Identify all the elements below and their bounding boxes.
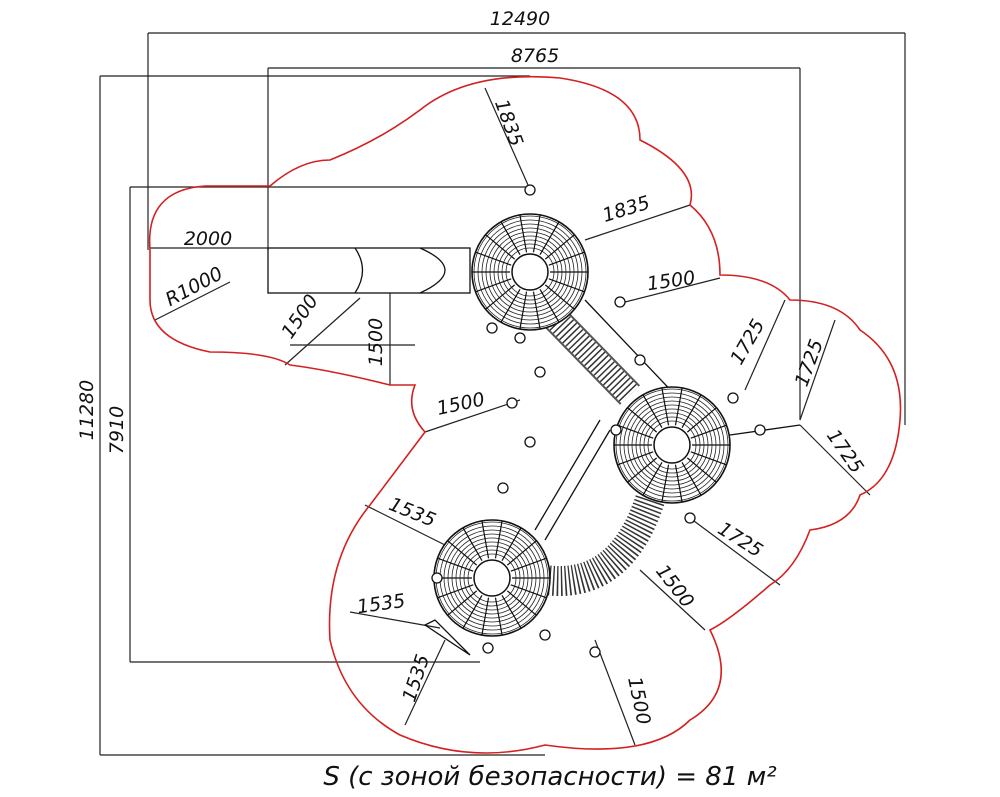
dimension-label: 1725	[791, 336, 828, 389]
post	[754, 424, 766, 436]
slide	[267, 247, 471, 294]
post	[524, 184, 536, 196]
post	[497, 482, 509, 494]
dimension-label: 1535	[386, 493, 439, 532]
post	[610, 424, 622, 436]
post	[431, 572, 443, 584]
dome-tower	[471, 213, 589, 331]
post	[506, 397, 518, 409]
dimension-label: 8765	[511, 45, 559, 67]
post	[614, 296, 626, 308]
dimension-label: 2000	[184, 228, 232, 250]
play-equipment	[267, 247, 801, 656]
dimension-label: 1500	[365, 318, 387, 366]
post	[634, 354, 646, 366]
post	[539, 629, 551, 641]
dimension-label: 1500	[623, 675, 655, 727]
dimension-label: 1500	[646, 267, 697, 296]
dimension-label: 12490	[490, 8, 550, 30]
safety-zone-outline	[148, 75, 902, 754]
dimension-label: 1500	[277, 290, 323, 342]
dimension-label: 1835	[600, 192, 653, 227]
post	[524, 436, 536, 448]
post	[589, 646, 601, 658]
post	[727, 392, 739, 404]
dimension-label: R1000	[162, 263, 227, 311]
dimension-label: 1535	[398, 652, 434, 705]
dome-tower	[433, 519, 551, 637]
post	[486, 322, 498, 334]
post	[514, 332, 526, 344]
dimension-label: 7910	[106, 406, 128, 454]
post	[684, 512, 696, 524]
dimension-label: 11280	[76, 380, 98, 440]
post	[534, 366, 546, 378]
area-caption: S (с зоной безопасности) = 81 м²	[323, 762, 776, 792]
dimension-label: 1535	[356, 590, 407, 619]
tunnel-2	[543, 494, 665, 596]
posts	[431, 184, 766, 658]
dimension-lines	[99, 32, 906, 756]
dimension-label: 1500	[435, 388, 487, 420]
post	[482, 642, 494, 654]
dome-tower	[613, 386, 731, 504]
dimension-label: 1835	[490, 96, 527, 149]
dimension-label: 1725	[822, 425, 868, 477]
dimension-label: 1725	[726, 316, 769, 369]
